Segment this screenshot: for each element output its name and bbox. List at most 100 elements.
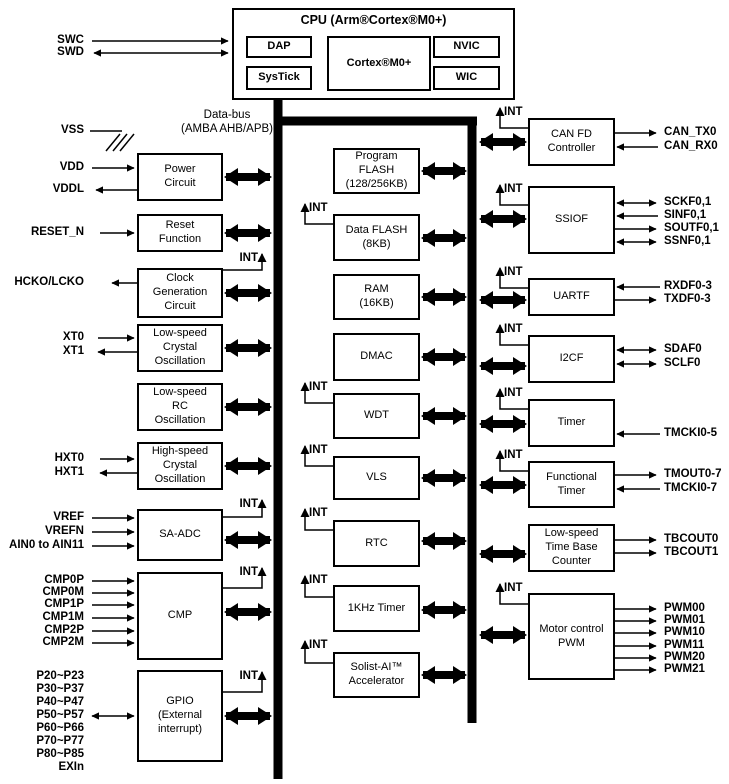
data-flash-label: Data FLASH (8KB): [345, 223, 408, 250]
ssiof-block: SSIOF: [528, 186, 615, 254]
signal-sclf0: SCLF0: [664, 357, 701, 369]
signal-cmp1m: CMP1M: [42, 611, 84, 623]
int-label-gpio: INT: [239, 670, 258, 682]
int-label-1khz: INT: [309, 574, 328, 586]
int-label-dataflash: INT: [309, 202, 328, 214]
systick-block: SysTick: [246, 66, 312, 90]
clock-generation-label: Clock Generation Circuit: [152, 272, 208, 312]
int-arrow-wdt: [300, 382, 333, 404]
int-label-wdt: INT: [309, 381, 328, 393]
low-speed-crystal-block: Low-speed Crystal Oscillation: [137, 324, 223, 372]
int-label-saadc: INT: [239, 498, 258, 510]
ground-hatch-2: [112, 133, 128, 152]
signal-tmcki0-7: TMCKI0-7: [664, 482, 718, 494]
signal-sdaf0: SDAF0: [664, 343, 702, 355]
signal-reset-n: RESET_N: [30, 226, 84, 238]
signal-can-tx0: CAN_TX0: [664, 126, 717, 138]
program-flash-label: Program FLASH (128/256KB): [345, 150, 408, 190]
data-bus-caption-line2: (AMBA AHB/APB): [180, 123, 274, 135]
dmac-label: DMAC: [360, 350, 393, 363]
signal-ssnf: SSNF0,1: [664, 235, 711, 247]
ground-hatch-3: [119, 133, 135, 152]
timer-block: Timer: [528, 399, 615, 447]
int-label-pwm: INT: [504, 582, 523, 594]
int-arrow-rtc: [300, 508, 333, 531]
thick-bus-arrows: [224, 133, 527, 725]
ssiof-label: SSIOF: [554, 213, 588, 226]
power-circuit-label: Power Circuit: [164, 163, 196, 189]
signal-sinf: SINF0,1: [664, 209, 707, 221]
data-flash-block: Data FLASH (8KB): [333, 214, 420, 261]
cortex-m0plus-block: Cortex®M0+: [327, 36, 431, 91]
motor-control-pwm-label: Motor control PWM: [539, 622, 604, 649]
signal-swc: SWC: [57, 34, 84, 46]
wic-block: WIC: [433, 66, 500, 90]
signal-vref: VREF: [53, 511, 84, 523]
int-arrow-solist: [300, 640, 333, 664]
signal-tmcki0-5: TMCKI0-5: [664, 427, 718, 439]
signal-rxdf: RXDF0-3: [664, 280, 712, 292]
interrupt-arrows: [223, 107, 528, 693]
signal-cmp2p: CMP2P: [44, 624, 84, 636]
ram-block: RAM (16KB): [333, 274, 420, 320]
solist-ai-block: Solist-AI™ Accelerator: [333, 652, 420, 698]
int-arrow-vls: [300, 445, 333, 467]
int-arrow-clockgen: [223, 253, 267, 271]
can-fd-block: CAN FD Controller: [528, 118, 615, 166]
int-label-timer: INT: [504, 387, 523, 399]
int-arrow-ftimer: [495, 450, 528, 472]
int-label-vls: INT: [309, 444, 328, 456]
signal-txdf: TXDF0-3: [664, 293, 711, 305]
dap-label: DAP: [267, 40, 291, 53]
signal-swd: SWD: [57, 46, 84, 58]
can-fd-label: CAN FD Controller: [547, 128, 596, 154]
signal-xt0: XT0: [62, 331, 84, 343]
signal-vrefn: VREFN: [45, 525, 84, 537]
motor-control-pwm-block: Motor control PWM: [528, 593, 615, 680]
signal-p20-p23: P20~P23: [36, 670, 84, 682]
wdt-block: WDT: [333, 393, 420, 439]
signal-vdd: VDD: [59, 161, 84, 173]
signal-exin: EXIn: [58, 761, 84, 773]
int-arrow-ssiof: [495, 184, 528, 206]
functional-timer-block: Functional Timer: [528, 461, 615, 508]
int-label-rtc: INT: [309, 507, 328, 519]
int-arrow-dataflash: [300, 203, 333, 225]
cmp-label: CMP: [167, 609, 193, 622]
ram-label: RAM (16KB): [359, 283, 394, 309]
signal-pwm00: PWM00: [664, 602, 705, 614]
rtc-block: RTC: [333, 520, 420, 567]
1khz-timer-block: 1KHz Timer: [333, 585, 420, 632]
signal-p80-p85: P80~P85: [36, 748, 84, 760]
signal-hxt0: HXT0: [54, 452, 84, 464]
dap-block: DAP: [246, 36, 312, 58]
int-arrow-cmp: [223, 567, 267, 589]
low-speed-rc-block: Low-speed RC Oscillation: [137, 383, 223, 431]
int-arrow-saadc: [223, 499, 267, 518]
int-arrow-canfd: [495, 107, 528, 129]
signal-sckf: SCKF0,1: [664, 196, 712, 208]
cortex-m0plus-label: Cortex®M0+: [346, 56, 412, 69]
signal-tmout0-7: TMOUT0-7: [664, 468, 722, 480]
vls-label: VLS: [366, 471, 387, 484]
int-arrow-1khz: [300, 575, 333, 598]
low-speed-rc-label: Low-speed RC Oscillation: [153, 386, 207, 426]
reset-function-label: Reset Function: [158, 219, 202, 245]
gpio-label: GPIO (External interrupt): [157, 695, 203, 735]
program-flash-block: Program FLASH (128/256KB): [333, 148, 420, 194]
time-base-counter-label: Low-speed Time Base Counter: [544, 527, 599, 567]
vls-block: VLS: [333, 456, 420, 500]
int-arrow-pwm: [495, 583, 528, 605]
int-label-ssiof: INT: [504, 183, 523, 195]
cmp-block: CMP: [137, 572, 223, 660]
signal-cmp0p: CMP0P: [44, 574, 84, 586]
int-arrow-uartf: [495, 267, 528, 289]
int-label-clockgen: INT: [239, 252, 258, 264]
int-label-canfd: INT: [504, 106, 523, 118]
high-speed-crystal-label: High-speed Crystal Oscillation: [151, 445, 209, 485]
signal-tbcout0: TBCOUT0: [664, 533, 719, 545]
gpio-block: GPIO (External interrupt): [137, 670, 223, 762]
dmac-block: DMAC: [333, 333, 420, 381]
